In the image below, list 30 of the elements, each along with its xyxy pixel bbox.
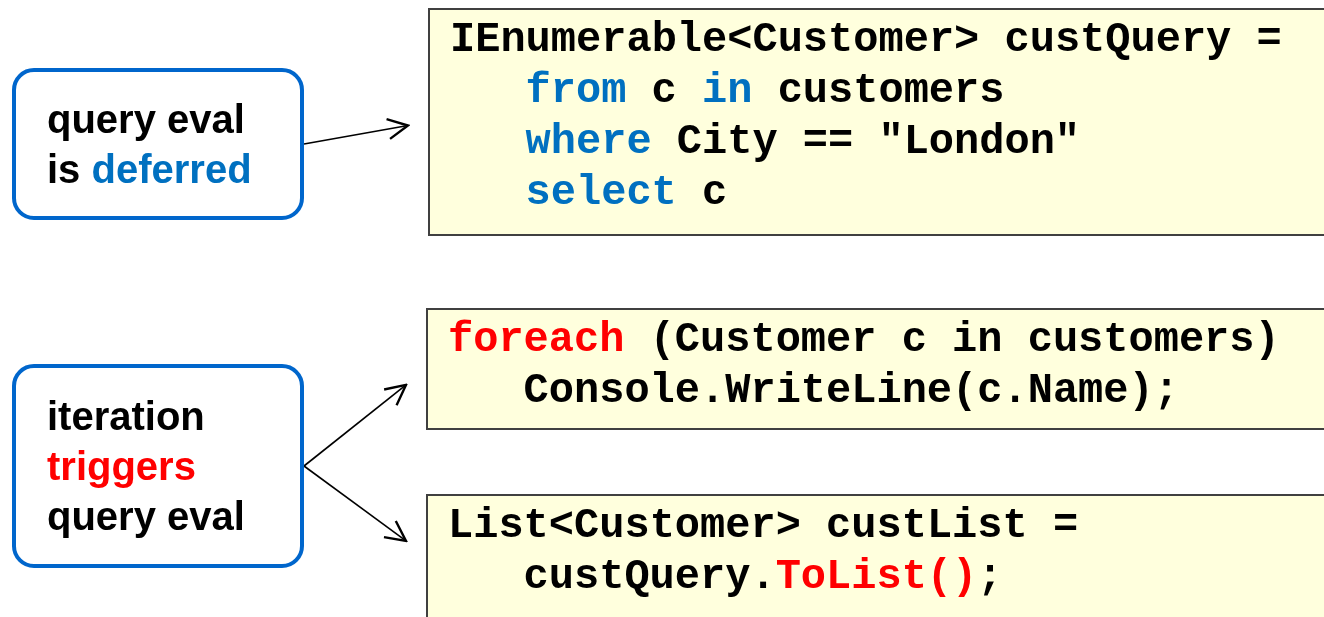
note-box bbox=[12, 68, 304, 220]
note-text: iteration bbox=[47, 393, 205, 440]
code-text: where bbox=[525, 117, 652, 168]
code-text: (Customer c in customers) bbox=[649, 315, 1280, 366]
note-text: query eval bbox=[47, 96, 245, 143]
note-text: query eval bbox=[47, 493, 245, 540]
code-text: c bbox=[651, 66, 677, 117]
code-text: ToList() bbox=[775, 552, 978, 603]
code-text: in bbox=[702, 66, 753, 117]
code-text: Console.WriteLine(c.Name); bbox=[523, 366, 1179, 417]
code-text: c bbox=[702, 168, 728, 219]
arrow bbox=[303, 383, 408, 467]
arrow bbox=[303, 465, 408, 543]
code-text: ; bbox=[977, 552, 1003, 603]
code-text: customers bbox=[777, 66, 1005, 117]
code-text: City == "London" bbox=[676, 117, 1081, 168]
arrow bbox=[303, 118, 410, 145]
code-box bbox=[426, 308, 1324, 430]
code-text: foreach bbox=[448, 315, 625, 366]
code-text: from bbox=[525, 66, 627, 117]
code-text: select bbox=[525, 168, 677, 219]
code-box bbox=[428, 8, 1324, 236]
code-text: custQuery. bbox=[523, 552, 776, 603]
note-text: triggers bbox=[47, 443, 196, 490]
note-text: deferred bbox=[91, 146, 252, 193]
note-box bbox=[12, 364, 304, 568]
code-box bbox=[426, 494, 1324, 617]
note-text: is bbox=[47, 146, 81, 193]
code-text: IEnumerable<Customer> custQuery = bbox=[450, 15, 1282, 66]
code-text: List<Customer> custList = bbox=[448, 501, 1079, 552]
